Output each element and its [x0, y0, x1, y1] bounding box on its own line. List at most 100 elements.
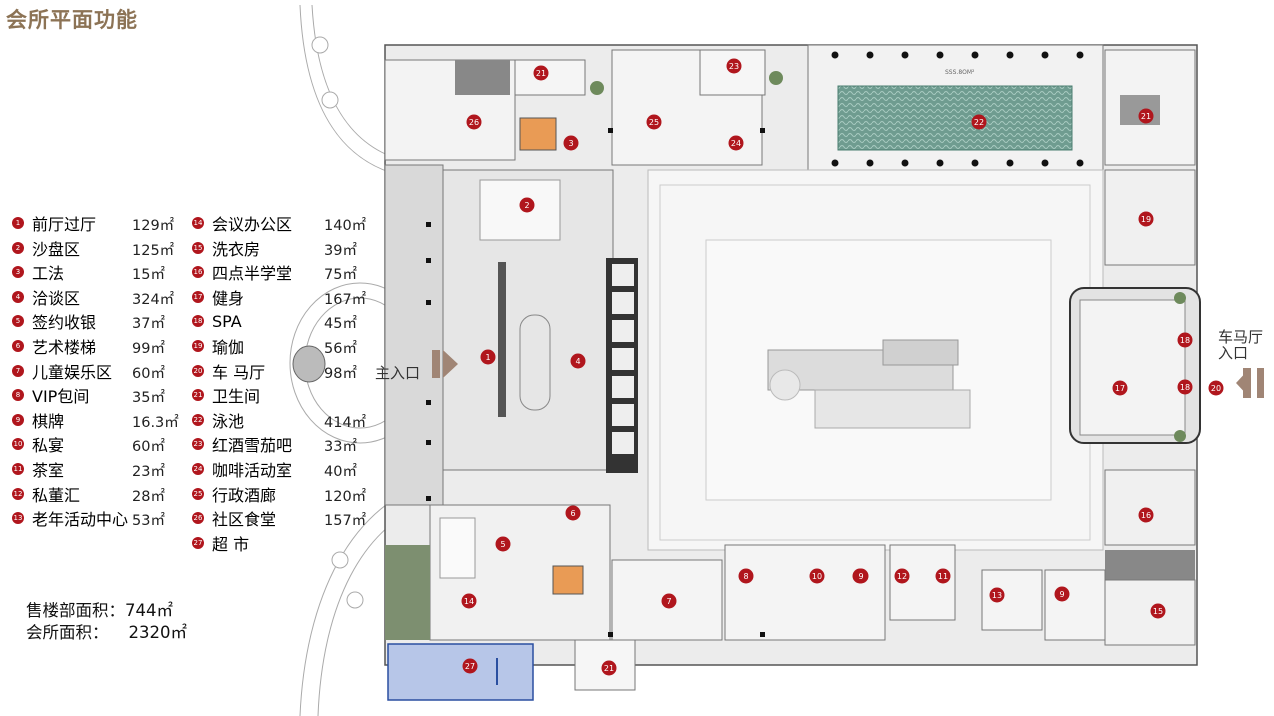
room-marker: 20	[1208, 380, 1224, 396]
legend-number-marker: 14	[192, 217, 204, 229]
legend-room-name: 泳池	[212, 411, 245, 431]
room-marker-number: 14	[464, 597, 474, 606]
room-marker-number: 18	[1180, 383, 1190, 392]
legend-room-area: 56㎡	[324, 341, 357, 357]
legend-number-marker: 6	[12, 340, 24, 352]
legend-number-marker: 24	[192, 463, 204, 475]
legend-item: 9 棋牌	[12, 409, 64, 431]
legend-number-marker: 18	[192, 315, 204, 328]
legend-number-marker: 23	[192, 438, 204, 451]
legend-room-area: 45㎡	[324, 316, 357, 333]
room-marker-number: 15	[1153, 607, 1163, 616]
legend-number-marker: 21	[192, 389, 204, 402]
legend-room-area: 99㎡	[132, 341, 165, 357]
supermarket-area	[387, 643, 534, 701]
sales-area-summary: 售楼部面积：744㎡	[26, 597, 173, 621]
legend-room-name: 签约收银	[32, 313, 97, 333]
legend-room-name: 车 马厅	[212, 362, 266, 382]
legend-room-name: 老年活动中心	[32, 510, 129, 530]
room-marker-number: 24	[731, 139, 741, 148]
legend-number-marker: 17	[192, 290, 204, 303]
room-marker: 16	[1138, 507, 1154, 523]
room-marker: 17	[1112, 380, 1128, 396]
legend-number-marker: 19	[192, 340, 204, 352]
room-marker: 24	[728, 135, 744, 151]
room-marker-number: 4	[575, 357, 580, 366]
legend-room-name: VIP包间	[32, 387, 90, 407]
legend-room-area: 125㎡	[132, 242, 175, 259]
legend-room-area: 15㎡	[132, 267, 165, 284]
legend-room-name: 咖啡活动室	[212, 461, 293, 480]
legend-number-marker: 25	[192, 487, 204, 500]
legend-room-name: 沙盘区	[32, 239, 81, 259]
club-area-label: 会所面积：	[26, 623, 109, 642]
stair-display	[552, 565, 584, 595]
legend-number-marker: 22	[192, 413, 204, 426]
room-marker-number: 8	[743, 572, 748, 581]
room-marker-number: 9	[1059, 590, 1064, 599]
room-marker-number: 7	[666, 597, 671, 606]
room-marker-number: 17	[1115, 384, 1125, 393]
legend-room-name: 工法	[32, 264, 65, 284]
legend-room-area: 23㎡	[132, 464, 165, 480]
legend-room-name: 洽谈区	[32, 288, 81, 308]
room-marker: 18	[1177, 379, 1193, 395]
sales-area-value: 744㎡	[125, 601, 173, 620]
room-marker-number: 6	[570, 509, 575, 518]
room-marker-number: 21	[1141, 112, 1151, 121]
room-marker: 25	[646, 114, 662, 130]
room-marker: 6	[565, 505, 581, 521]
room-marker-number: 26	[469, 118, 479, 127]
room-marker: 9	[1054, 586, 1070, 602]
carriage-entrance-label-2: 入口	[1218, 344, 1249, 362]
legend-number-marker: 2	[12, 241, 24, 254]
room-marker-number: 22	[974, 118, 984, 127]
legend-room-area: 53㎡	[132, 513, 165, 530]
room-marker: 12	[894, 568, 910, 584]
legend-room-name: 红酒雪茄吧	[212, 436, 293, 456]
room-marker-number: 12	[897, 572, 907, 581]
room-marker: 13	[989, 587, 1005, 603]
room-marker: 5	[495, 536, 511, 552]
legend-number-marker: 20	[192, 364, 204, 377]
room-marker-number: 9	[858, 572, 863, 581]
room-marker-number: 3	[568, 139, 573, 148]
sandbox-model	[479, 179, 561, 241]
room-marker: 21	[533, 65, 549, 81]
room-marker: 2	[519, 197, 535, 213]
legend-room-area: 75㎡	[324, 267, 357, 284]
legend-room-area: 16.3㎡	[132, 414, 179, 431]
room-marker-number: 25	[649, 118, 659, 127]
legend-number-marker: 9	[12, 413, 24, 426]
legend-item: 24 咖啡活动室	[192, 458, 292, 480]
room-marker: 3	[563, 135, 579, 151]
legend-room-area: 60㎡	[132, 439, 165, 456]
carriage-entrance-arrow	[1257, 368, 1264, 398]
legend-number-marker: 13	[12, 512, 24, 525]
legend-room-area: 35㎡	[132, 390, 165, 407]
legend-room-name: 私董汇	[32, 485, 81, 505]
legend-room-area: 33㎡	[324, 439, 357, 456]
club-area-value: 2320㎡	[128, 623, 188, 642]
room-marker-number: 21	[604, 664, 614, 673]
legend-item: 23 红酒雪茄吧	[192, 433, 292, 455]
legend-number-marker: 7	[12, 364, 24, 377]
room-marker-number: 18	[1180, 336, 1190, 345]
room-marker: 21	[1138, 108, 1154, 124]
legend-number-marker: 15	[192, 241, 204, 254]
sales-area-label: 售楼部面积：	[26, 601, 125, 620]
legend-number-marker: 11	[12, 463, 24, 475]
legend-room-name: 棋牌	[32, 411, 65, 431]
room-marker-number: 1	[485, 353, 490, 362]
